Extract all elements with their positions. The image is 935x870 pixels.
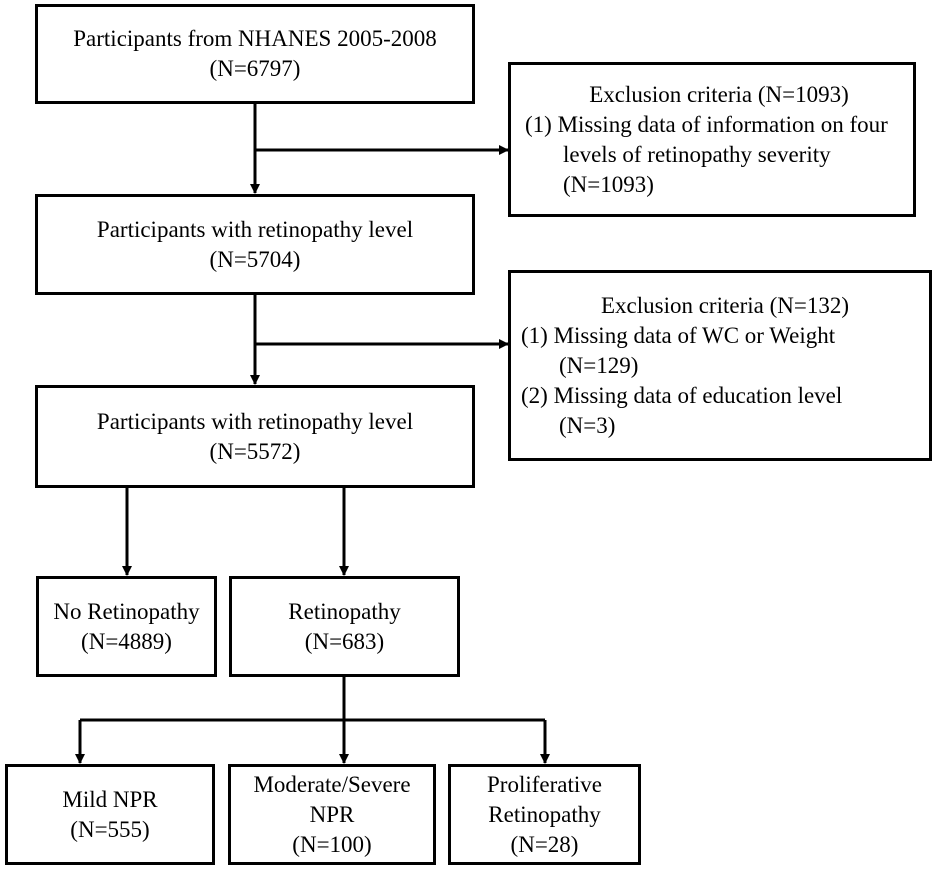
no-retinopathy-box: No Retinopathy (N=4889): [36, 576, 217, 677]
participants-total-box: Participants from NHANES 2005-2008 (N=67…: [35, 4, 475, 104]
participants-total-count: (N=6797): [209, 56, 301, 81]
moderate-severe-npr-count: (N=100): [292, 831, 372, 857]
participants-level2-box: Participants with retinopathy level (N=5…: [35, 385, 475, 488]
proliferative-count: (N=28): [510, 831, 579, 857]
participants-level2-title: Participants with retinopathy level: [96, 408, 414, 434]
exclusion-2-item-1-count: (N=129): [559, 352, 639, 378]
retinopathy-count: (N=683): [304, 628, 385, 654]
participants-level1-box: Participants with retinopathy level (N=5…: [35, 194, 475, 295]
exclusion-1-item-1: (1) Missing data of information on four: [525, 111, 888, 137]
mild-npr-count: (N=555): [70, 816, 150, 842]
participants-total-title: Participants from NHANES 2005-2008: [73, 26, 437, 51]
exclusion-2-title: Exclusion criteria (N=132): [600, 292, 849, 318]
participants-level1-title: Participants with retinopathy level: [96, 216, 414, 242]
proliferative-subtitle: Retinopathy: [488, 801, 601, 827]
participants-level2-count: (N=5572): [209, 438, 301, 464]
proliferative-retinopathy-box: Proliferative Retinopathy (N=28): [448, 764, 641, 865]
participants-level1-count: (N=5704): [209, 246, 301, 272]
exclusion-1-item-1-count: (N=1093): [563, 171, 654, 197]
exclusion-1-title: Exclusion criteria (N=1093): [589, 81, 849, 107]
moderate-severe-npr-box: Moderate/Severe NPR (N=100): [228, 764, 436, 865]
no-retinopathy-count: (N=4889): [81, 628, 172, 654]
retinopathy-title: Retinopathy: [288, 598, 401, 624]
moderate-severe-npr-title: Moderate/Severe: [253, 771, 411, 797]
exclusion-2-item-1: (1) Missing data of WC or Weight: [521, 322, 836, 348]
exclusion-2-item-2: (2) Missing data of education level: [521, 382, 843, 408]
exclusion-1-item-1-cont: levels of retinopathy severity: [563, 141, 831, 167]
exclusion-criteria-1-box: Exclusion criteria (N=1093) (1) Missing …: [508, 62, 916, 217]
mild-npr-box: Mild NPR (N=555): [5, 764, 215, 865]
retinopathy-box: Retinopathy (N=683): [229, 576, 460, 677]
proliferative-title: Proliferative: [487, 771, 602, 797]
no-retinopathy-title: No Retinopathy: [53, 598, 200, 624]
exclusion-criteria-2-box: Exclusion criteria (N=132) (1) Missing d…: [508, 270, 932, 461]
exclusion-2-item-2-count: (N=3): [559, 412, 616, 438]
moderate-severe-npr-subtitle: NPR: [309, 801, 355, 827]
mild-npr-title: Mild NPR: [62, 786, 158, 812]
